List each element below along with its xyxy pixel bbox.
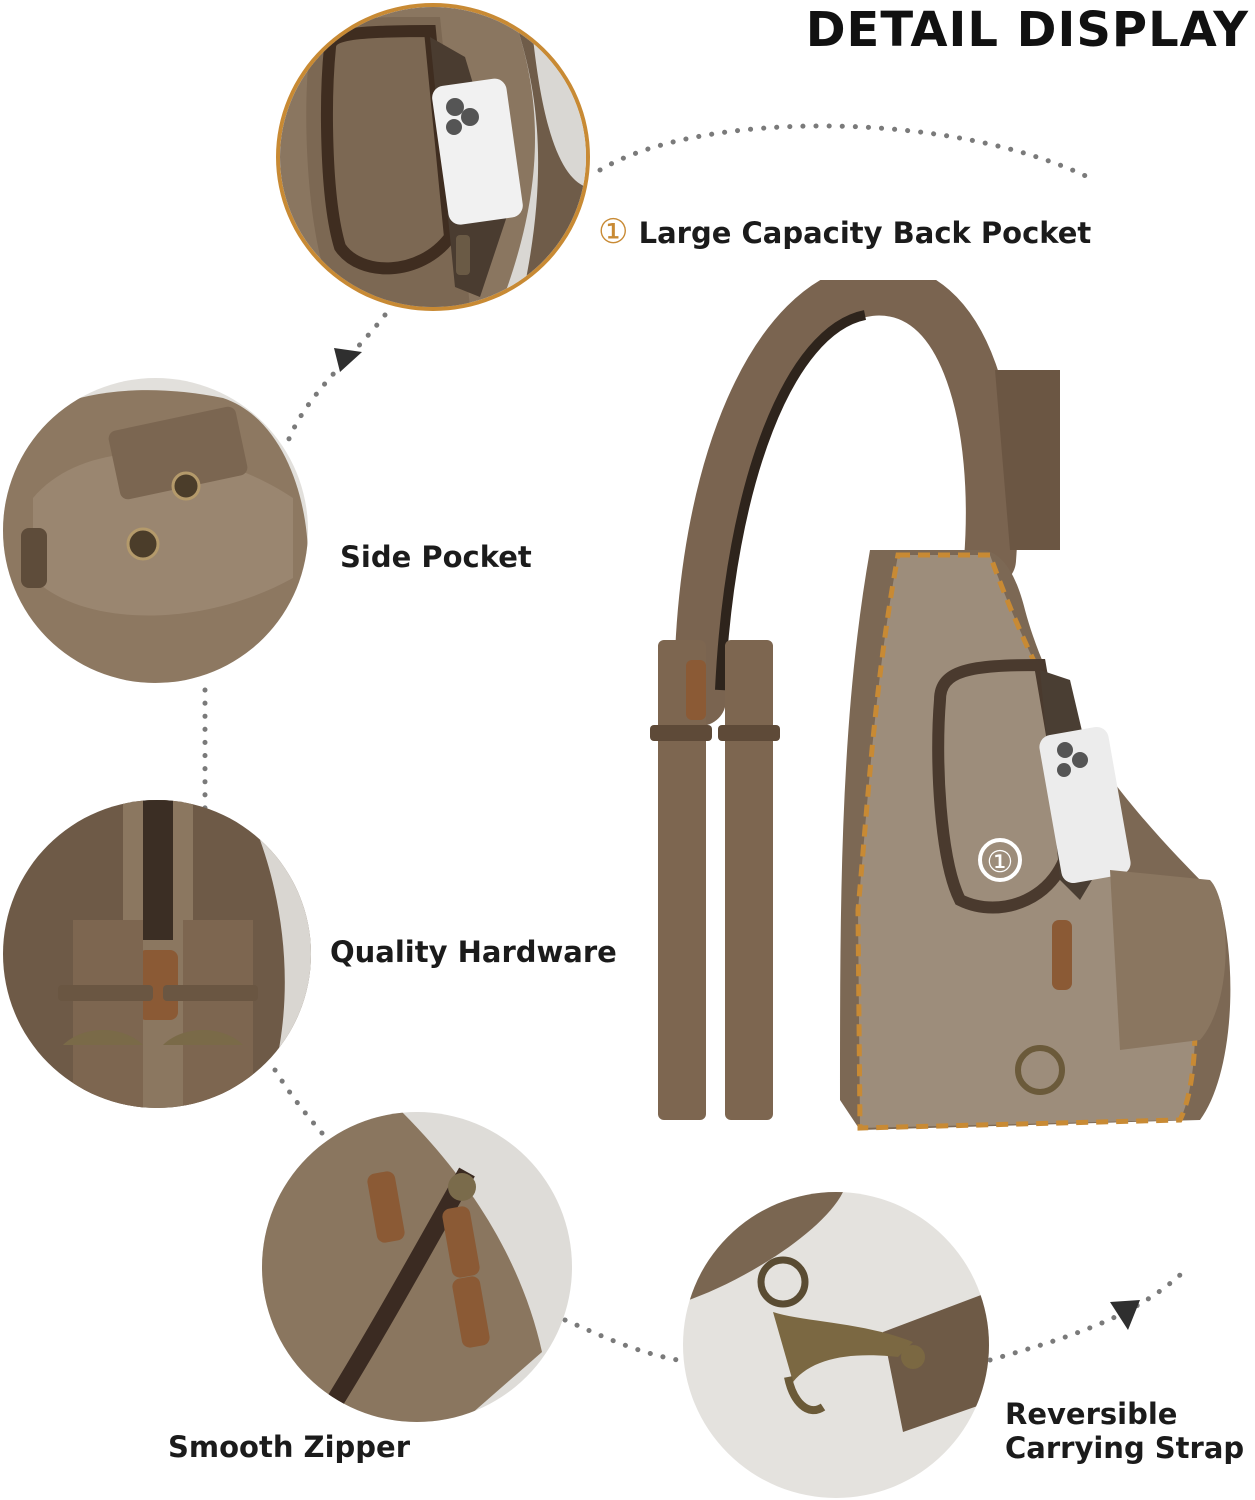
arrow-down-right-icon [1110, 1300, 1140, 1330]
zipper-photo [262, 1112, 572, 1422]
main-bag-photo: ① [640, 280, 1240, 1160]
hardware-photo [3, 800, 311, 1108]
bag-marker: ① [987, 845, 1014, 880]
zipper-label: Smooth Zipper [168, 1430, 411, 1464]
strap-label: Reversible Carrying Strap [1005, 1397, 1245, 1465]
hardware-label: Quality Hardware [330, 935, 617, 969]
page-title: DETAIL DISPLAY [805, 2, 1249, 58]
side-pocket-label: Side Pocket [340, 540, 532, 574]
back-pocket-photo [276, 3, 590, 311]
number-badge: ① [598, 212, 629, 252]
back-pocket-label: ① Large Capacity Back Pocket [598, 212, 1092, 252]
strap-photo [683, 1192, 989, 1498]
arrow-down-left-icon [334, 348, 362, 372]
side-pocket-photo [3, 378, 308, 683]
marker-circle [978, 838, 1022, 882]
